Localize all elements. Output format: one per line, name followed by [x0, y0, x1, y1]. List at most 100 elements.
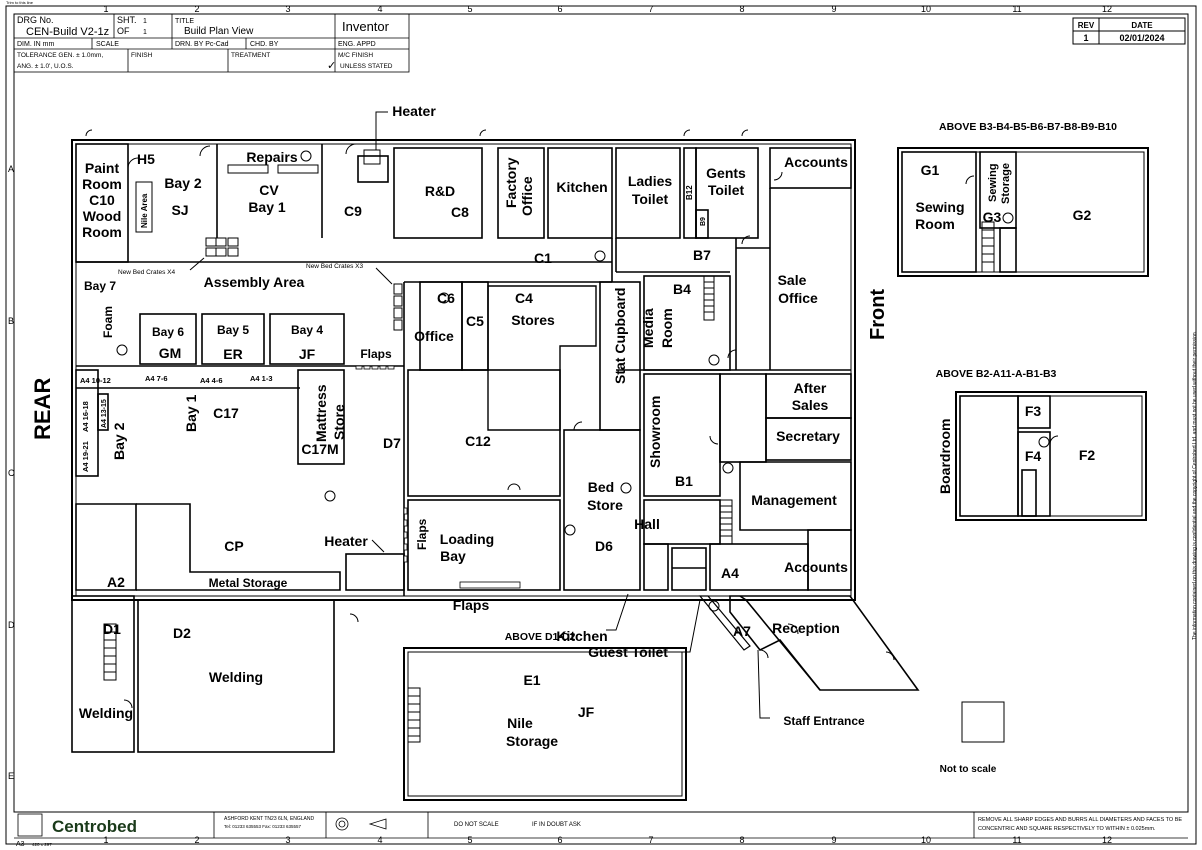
finish-label: FINISH — [131, 52, 153, 59]
a4-label: A4 — [721, 565, 739, 581]
upper-floor-f — [955, 391, 1147, 521]
paint-room-line4: Wood — [83, 208, 122, 224]
sale-label: Sale — [778, 272, 807, 288]
ladies-label: Ladies — [628, 173, 673, 189]
footer-block — [14, 811, 1188, 839]
grid-col-7: 7 — [648, 4, 653, 14]
store-bed-label: Store — [587, 497, 623, 513]
company-address: ASHFORD KENT TN23 6LN, ENGLAND — [224, 816, 315, 822]
sheet-dims: 420 x 297 — [32, 842, 52, 847]
confidential-notice: The information contained on this drawin… — [1192, 331, 1198, 640]
title-block-text: DRG No. CEN-Build V2-1z SHT. 1 OF 1 TITL… — [17, 15, 393, 72]
eng-appd: ENG. APPD — [338, 41, 376, 48]
grid-col-10-bottom: 10 — [921, 835, 931, 845]
bay1-left-label: Bay 1 — [183, 394, 199, 432]
new-bed-crates-x3-label: New Bed Crates X3 — [306, 263, 363, 270]
grid-col-12-bottom: 12 — [1102, 835, 1112, 845]
sheet-size: A3 — [16, 841, 25, 848]
ladies-toilet-label: Toilet — [632, 191, 669, 207]
rev-value: 1 — [1083, 33, 1088, 43]
after-sales-label: Sales — [792, 397, 829, 413]
bed-crates — [205, 237, 403, 331]
treatment-label: TREATMENT — [231, 52, 270, 59]
do-not-scale: DO NOT SCALE — [454, 822, 499, 828]
grid-col-11: 11 — [1012, 4, 1021, 14]
check-mark-icon: ✓ — [327, 60, 336, 72]
b1-label: B1 — [675, 473, 693, 489]
grid-col-1: 1 — [103, 4, 108, 14]
accounts-bottom-label: Accounts — [784, 559, 848, 575]
title-block — [13, 13, 410, 73]
store-mattress-label: Store — [331, 404, 347, 440]
sht-value: 1 — [143, 18, 147, 25]
cp-label: CP — [224, 538, 243, 554]
a4-19-21-label: A4 19-21 — [81, 441, 90, 472]
management-label: Management — [751, 492, 837, 508]
grid-col-6: 6 — [557, 4, 562, 14]
c1-label: C1 — [534, 250, 552, 266]
above-b2-label: ABOVE B2-A11-A-B1-B3 — [936, 368, 1057, 380]
new-bed-crates-x4-label: New Bed Crates X4 — [118, 269, 175, 276]
foam-label: Foam — [101, 306, 115, 338]
software-name: Inventor — [342, 19, 390, 34]
kitchen-lower-label: Kitchen — [556, 628, 607, 644]
office-factory-label: Office — [519, 176, 535, 216]
section-labels: REAR Front ABOVE B3-B4-B5-B6-B7-B8-B9-B1… — [30, 121, 1117, 775]
boardroom-label: Boardroom — [937, 419, 953, 494]
after-label: After — [794, 380, 827, 396]
secretary-label: Secretary — [776, 428, 840, 444]
b12-label: B12 — [685, 185, 694, 200]
grid-row-e: E — [8, 771, 14, 781]
showroom-label: Showroom — [647, 396, 663, 468]
a7-label: A7 — [733, 623, 751, 639]
jf-label: JF — [578, 704, 595, 720]
staff-entrance-label: Staff Entrance — [783, 714, 865, 728]
of-label: OF — [117, 26, 130, 36]
stores-label: Stores — [511, 312, 555, 328]
jf-bay4-label: JF — [299, 346, 316, 362]
drawn-by: DRN. BY Pc-Cad — [175, 41, 229, 48]
grid-row-d: D — [8, 620, 15, 630]
loading-label: Loading — [440, 531, 494, 547]
grid-col-10: 10 — [921, 4, 931, 14]
heater-top-label: Heater — [392, 103, 436, 119]
d2-label: D2 — [173, 625, 191, 641]
mc-finish-label: M/C FINISH — [338, 52, 373, 59]
g2-label: G2 — [1073, 207, 1092, 223]
bay5-label: Bay 5 — [217, 323, 249, 337]
accounts-top-label: Accounts — [784, 154, 848, 170]
paint-room-line5: Room — [82, 224, 122, 240]
company-tel: Tel: 01233 635553 Fax: 01233 635557 — [224, 824, 302, 829]
g3-label: G3 — [983, 209, 1002, 225]
welding-left-label: Welding — [79, 705, 133, 721]
c4-label: C4 — [515, 290, 533, 306]
heater-mid-label: Heater — [324, 533, 368, 549]
title-label: TITLE — [175, 18, 194, 25]
c6-office-label: Office — [414, 328, 454, 344]
rd-label: R&D — [425, 183, 455, 199]
grid-col-8-bottom: 8 — [739, 835, 744, 845]
remove-edges-1: REMOVE ALL SHARP EDGES AND BURRS ALL DIA… — [978, 817, 1182, 823]
a2-label: A2 — [107, 574, 125, 590]
leader-lines — [189, 111, 770, 719]
footer-text: Centrobed ASHFORD KENT TN23 6LN, ENGLAND… — [6, 0, 1198, 848]
gents-toilet-label: Toilet — [708, 182, 745, 198]
c9-label: C9 — [344, 203, 362, 219]
paint-room-line2: Room — [82, 176, 122, 192]
gm-label: GM — [159, 345, 182, 361]
fixtures — [116, 150, 1050, 612]
above-b3-label: ABOVE B3-B4-B5-B6-B7-B8-B9-B10 — [939, 121, 1117, 133]
a4-13-15-label: A4 13-15 — [101, 399, 108, 428]
door-arcs — [85, 129, 1059, 709]
dim-label: DIM. IN mm — [17, 41, 54, 48]
grid-col-1-bottom: 1 — [103, 835, 108, 845]
c8-label: C8 — [451, 204, 469, 220]
sht-label: SHT. — [117, 15, 137, 25]
drg-no-label: DRG No. — [17, 15, 54, 25]
bed-label: Bed — [588, 479, 614, 495]
a4-4-6-label: A4 4-6 — [200, 376, 223, 385]
grid-col-12: 12 — [1102, 4, 1112, 14]
grid-col-9-bottom: 9 — [831, 835, 836, 845]
d6-label: D6 — [595, 538, 613, 554]
stat-cupboard-label: Stat Cupboard — [612, 288, 628, 384]
